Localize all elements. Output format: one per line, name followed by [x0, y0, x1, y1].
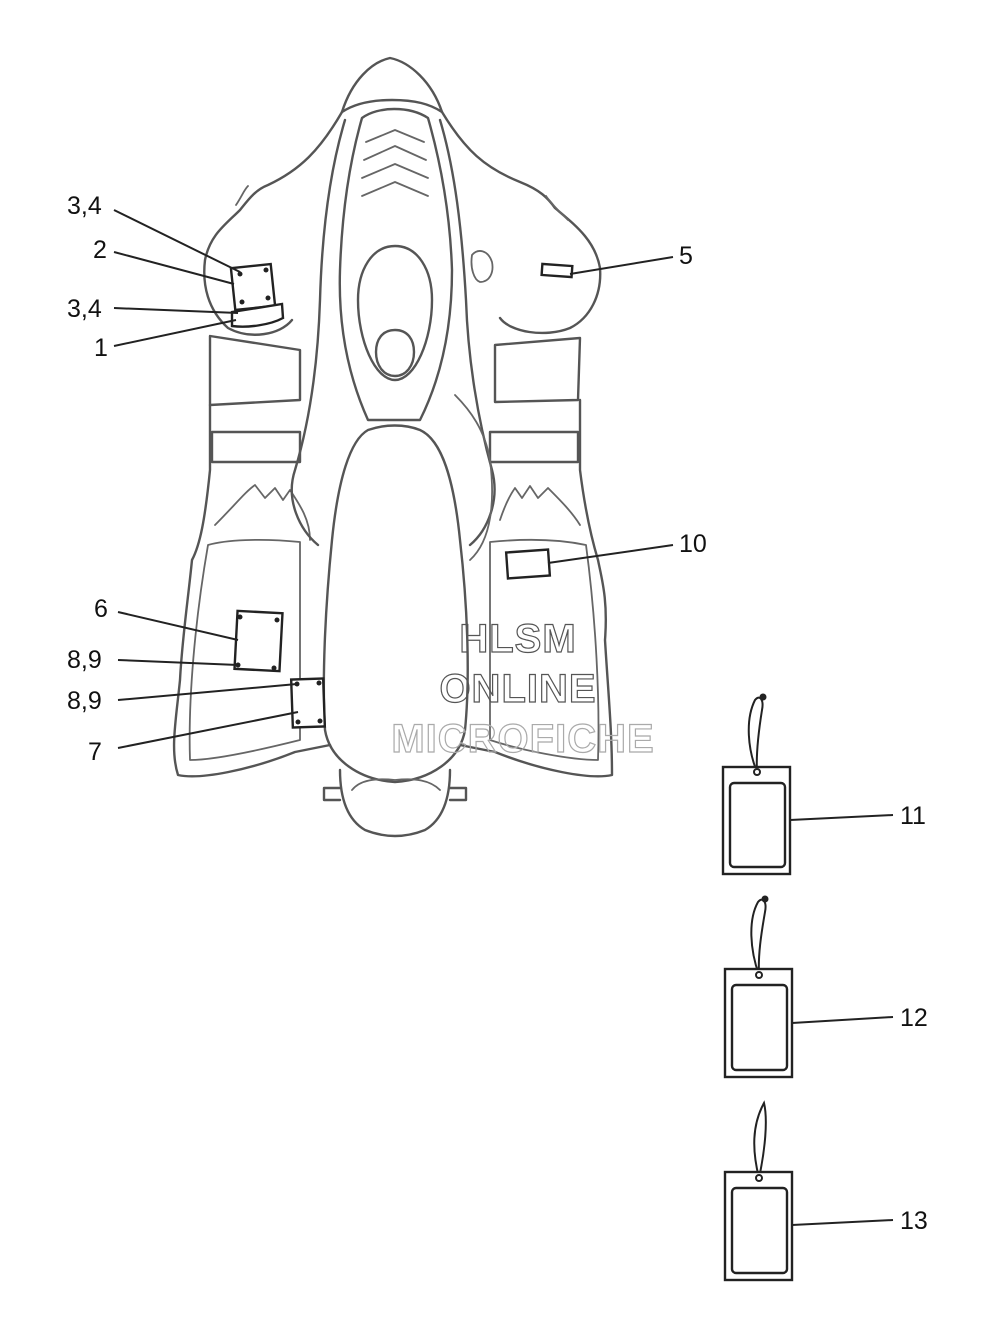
right-side-panel — [493, 336, 582, 404]
leader-5 — [569, 256, 674, 275]
leader-lines — [113, 209, 894, 1226]
rear-tail-inner — [351, 778, 441, 791]
leader-13 — [791, 1219, 894, 1226]
callout-labels: 3,4 2 3,4 1 5 10 6 8,9 8,9 7 11 12 13 — [67, 192, 928, 1235]
tag-12-window — [730, 983, 789, 1072]
front-fender-inner — [235, 185, 569, 221]
callout-8-9-top: 8,9 — [67, 646, 102, 674]
callout-2: 2 — [93, 236, 107, 264]
seat — [322, 424, 469, 784]
decal-7 — [289, 677, 327, 729]
right-rear-body — [458, 398, 614, 778]
decal-2-rivet — [239, 299, 245, 305]
leader-1 — [113, 319, 237, 347]
decal-5 — [540, 262, 574, 279]
right-footwell — [488, 430, 580, 464]
decal-1 — [230, 302, 285, 328]
right-rear-inner — [489, 485, 600, 761]
leader-3-4-bottom — [113, 307, 239, 314]
tag-12-ring — [761, 895, 769, 903]
callout-5: 5 — [679, 242, 693, 270]
callout-13: 13 — [900, 1207, 928, 1235]
tag-12-string — [750, 898, 767, 976]
callout-6: 6 — [94, 595, 108, 623]
hang-tag-12 — [723, 895, 794, 1079]
left-rear-inner — [188, 484, 311, 761]
tag-12-hole — [755, 971, 763, 979]
decal-2-rivet — [237, 271, 243, 277]
callout-3-4-bottom: 3,4 — [67, 295, 102, 323]
leader-8-9-top — [117, 659, 239, 666]
center-spine — [290, 118, 496, 547]
tag-13-hole — [755, 1174, 763, 1182]
decal-6-rivet — [237, 614, 243, 620]
watermark-line-3: MICROFICHE — [391, 717, 654, 761]
decal-2-rivet — [263, 267, 269, 273]
leader-11 — [789, 814, 894, 821]
leader-7 — [117, 711, 299, 749]
seat-side-contour — [454, 394, 493, 561]
tag-11-hole — [753, 768, 761, 776]
tag-11-window — [728, 781, 787, 869]
watermark-line-2: ONLINE — [439, 667, 596, 711]
tag-13-string — [753, 1100, 767, 1179]
callout-1: 1 — [94, 334, 108, 362]
callout-3-4-top: 3,4 — [67, 192, 102, 220]
leader-10 — [547, 544, 674, 564]
rear-tail — [338, 768, 452, 838]
decals — [229, 262, 574, 729]
callout-7: 7 — [88, 738, 102, 766]
watermark: HLSM ONLINE MICROFICHE — [391, 616, 655, 761]
decal-7-rivet — [295, 719, 301, 725]
handlebar-pod — [470, 250, 494, 283]
rear-hitch — [322, 786, 468, 802]
hang-tag-11 — [721, 693, 792, 876]
tank-cap-inner — [374, 328, 416, 378]
left-rear-body — [172, 403, 332, 778]
decal-6-rivet — [271, 665, 277, 671]
leader-6 — [117, 611, 239, 641]
leader-8-9-bottom — [117, 683, 298, 701]
leader-2 — [113, 251, 235, 285]
front-nose — [340, 56, 444, 114]
tag-11-string — [747, 696, 764, 773]
watermark-line-1: HLSM — [459, 617, 576, 661]
callout-12: 12 — [900, 1004, 928, 1032]
front-fender-outer — [203, 110, 602, 336]
decal-2-rivet — [265, 295, 271, 301]
leader-3-4-top — [113, 209, 241, 273]
callout-8-9-bottom: 8,9 — [67, 687, 102, 715]
tank-cap-outer — [356, 244, 434, 382]
tank-chevrons — [361, 129, 429, 197]
decal-6-rivet — [274, 617, 280, 623]
callout-10: 10 — [679, 530, 707, 558]
hang-tag-13 — [723, 1100, 794, 1282]
left-side-panel — [208, 334, 302, 407]
tag-13-window — [730, 1186, 789, 1275]
tank-cover — [338, 107, 454, 422]
atv-body-outline — [172, 56, 614, 838]
decal-7-rivet — [316, 680, 322, 686]
decal-7-rivet — [317, 718, 323, 724]
leader-12 — [791, 1016, 894, 1024]
decal-10 — [504, 548, 552, 580]
tag-11-ring — [759, 693, 767, 701]
left-footwell — [210, 430, 302, 464]
callout-11: 11 — [900, 802, 926, 830]
